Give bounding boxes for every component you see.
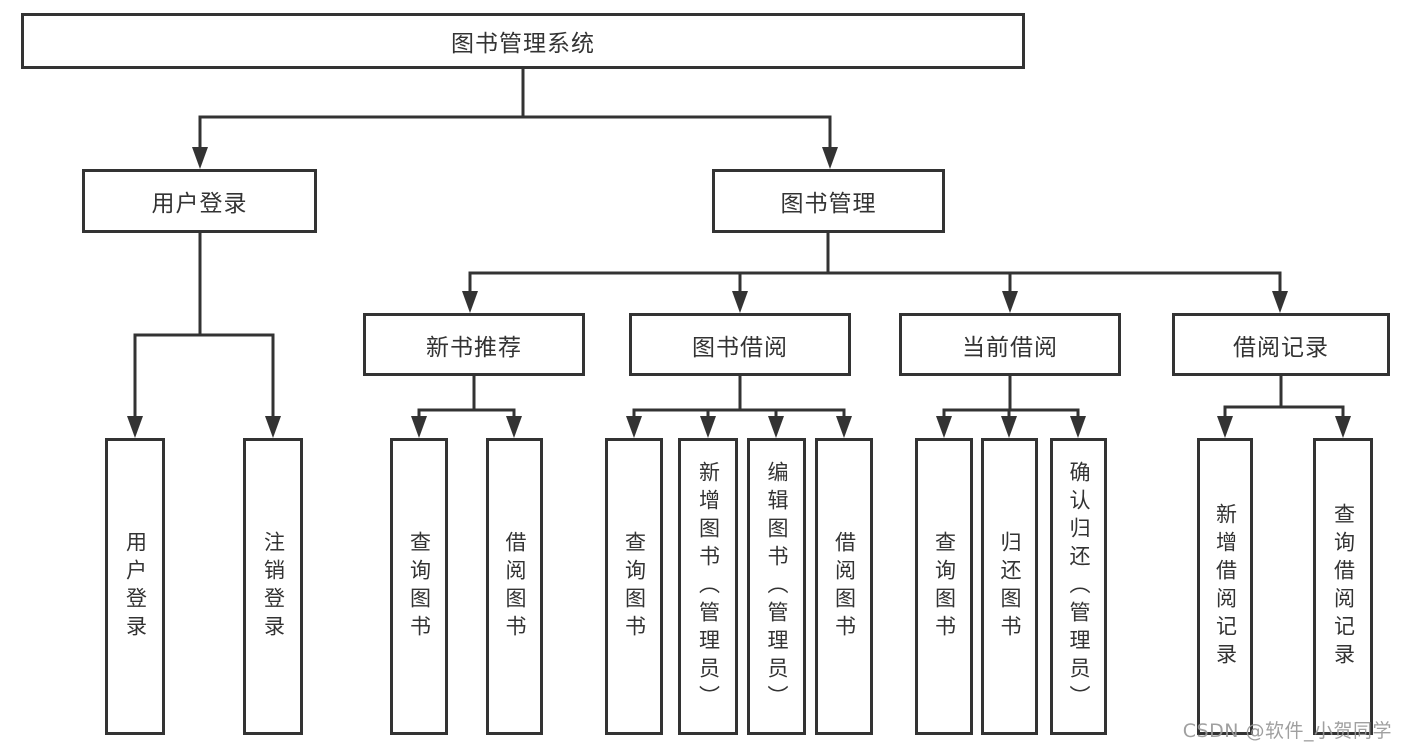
csdn-watermark: CSDN @软件_小贺同学 [1182, 720, 1392, 742]
node-leaf-add-book-admin-label: 新增图书（管理员） [696, 460, 721, 713]
node-leaf-confirm-return-admin-label: 确认归还（管理员） [1067, 460, 1091, 713]
node-leaf-borrow-books-recommend: 借阅图书 [486, 438, 543, 735]
node-leaf-query-borrow-record-label: 查询借阅记录 [1331, 502, 1356, 671]
node-new-book-recommend-label: 新书推荐 [426, 334, 522, 361]
node-root: 图书管理系统 [21, 13, 1025, 69]
node-leaf-add-borrow-record-label: 新增借阅记录 [1213, 502, 1238, 671]
node-borrow-records-label: 借阅记录 [1233, 334, 1329, 361]
node-leaf-edit-book-admin-label: 编辑图书（管理员） [765, 460, 789, 713]
node-user-login-label: 用户登录 [151, 191, 248, 217]
node-book-management: 图书管理 [712, 169, 945, 233]
node-book-borrow: 图书借阅 [629, 313, 851, 376]
node-current-borrow-label: 当前借阅 [962, 334, 1058, 361]
connector-arrowheads [127, 147, 1351, 438]
node-leaf-query-books-recommend-label: 查询图书 [407, 530, 432, 643]
node-leaf-query-books-current: 查询图书 [915, 438, 973, 735]
node-leaf-add-book-admin: 新增图书（管理员） [678, 438, 738, 735]
node-leaf-return-books: 归还图书 [981, 438, 1038, 735]
node-leaf-query-books-borrow: 查询图书 [605, 438, 663, 735]
node-leaf-confirm-return-admin: 确认归还（管理员） [1050, 438, 1107, 735]
node-leaf-logout-label: 注销登录 [261, 530, 286, 643]
node-leaf-borrow-books-label: 借阅图书 [832, 530, 857, 643]
node-root-label: 图书管理系统 [451, 31, 595, 57]
connector-stems [133, 69, 1345, 421]
node-leaf-query-books-recommend: 查询图书 [390, 438, 448, 735]
node-leaf-return-books-label: 归还图书 [998, 530, 1022, 643]
node-leaf-user-login-label: 用户登录 [123, 530, 148, 643]
node-leaf-logout: 注销登录 [243, 438, 303, 735]
node-leaf-user-login: 用户登录 [105, 438, 165, 735]
node-leaf-borrow-books: 借阅图书 [815, 438, 873, 735]
node-leaf-query-books-borrow-label: 查询图书 [622, 530, 647, 643]
node-leaf-add-borrow-record: 新增借阅记录 [1197, 438, 1253, 735]
node-leaf-edit-book-admin: 编辑图书（管理员） [747, 438, 806, 735]
node-book-borrow-label: 图书借阅 [692, 334, 788, 361]
node-new-book-recommend: 新书推荐 [363, 313, 585, 376]
node-book-management-label: 图书管理 [780, 191, 877, 217]
node-current-borrow: 当前借阅 [899, 313, 1121, 376]
node-user-login: 用户登录 [82, 169, 317, 233]
node-leaf-query-books-current-label: 查询图书 [932, 530, 957, 643]
node-leaf-borrow-books-recommend-label: 借阅图书 [503, 530, 527, 643]
node-borrow-records: 借阅记录 [1172, 313, 1390, 376]
node-leaf-query-borrow-record: 查询借阅记录 [1313, 438, 1373, 735]
